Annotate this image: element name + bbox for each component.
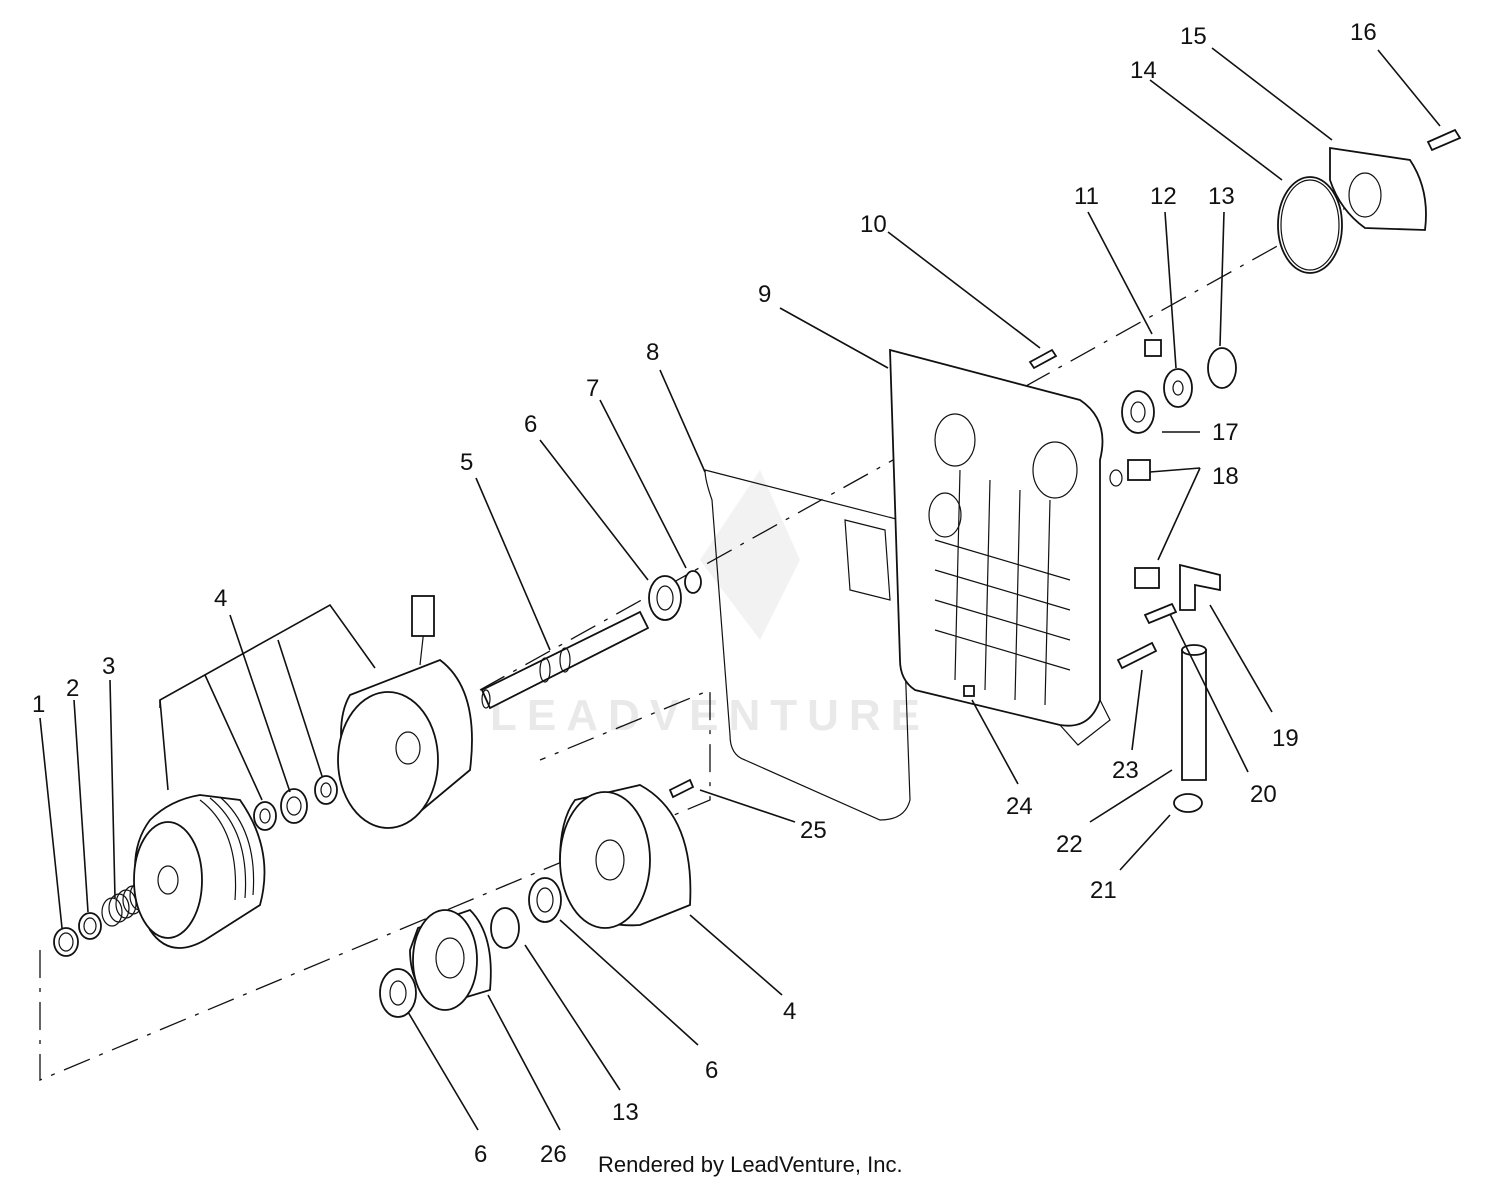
callout-labels: 1 2 3 4 4 5 6 6 6 7 8 9 10 11 12 13 13 1… [32,19,1377,1168]
part-snap-ring-7 [684,570,702,594]
callout-15: 15 [1180,23,1207,50]
part-bearing-6-middle [528,877,562,923]
part-retaining-ring-2 [78,912,102,940]
leader-lines [39,47,1441,1131]
callout-1: 1 [32,691,45,718]
part-bolt-16 [1426,128,1462,152]
callout-26: 26 [540,1141,567,1168]
part-snap-ring-13 [1207,347,1237,389]
part-bolt-25 [668,778,695,799]
part-clamp-21 [1173,793,1203,813]
part-rotor-4 [559,784,692,929]
axis-lines [39,199,1361,1081]
callout-23: 23 [1112,757,1139,784]
callout-21: 21 [1090,877,1117,904]
part-snap-ring-13-lower [490,907,520,949]
callout-18: 18 [1212,463,1239,490]
part-clutch-housing [337,595,473,829]
part-hub-26 [409,908,492,1011]
callout-22: 22 [1056,831,1083,858]
part-elbow-19 [1179,563,1221,611]
callout-3: 3 [102,653,115,680]
part-washers [253,775,338,831]
callout-25: 25 [800,817,827,844]
callout-4-upper: 4 [214,585,227,612]
part-plug-11 [1144,339,1162,357]
callout-6-middle: 6 [705,1057,718,1084]
callout-19: 19 [1272,725,1299,752]
watermark-text: LEADVENTURE [490,691,930,740]
callout-6-lower: 6 [474,1141,487,1168]
callout-13-upper: 13 [1208,183,1235,210]
part-bolt-10 [1028,348,1058,370]
callout-17: 17 [1212,419,1239,446]
part-dowel-24 [963,685,975,697]
part-bearing-6-lower [379,968,417,1018]
watermark: LEADVENTURE [490,470,930,740]
part-bolt-20 [1143,602,1178,625]
part-clutch-drum [133,794,266,949]
part-bolt-23 [1116,641,1158,670]
part-cover-plate-9 [889,348,1111,746]
callout-8: 8 [646,339,659,366]
part-end-cover-15 [1329,146,1427,231]
callout-10: 10 [860,211,887,238]
callout-14: 14 [1130,57,1157,84]
part-seal-12 [1163,368,1193,408]
part-fittings-18 [1109,459,1160,589]
callout-5: 5 [460,449,473,476]
callout-2: 2 [66,675,79,702]
callout-9: 9 [758,281,771,308]
part-o-ring-14 [1277,176,1343,274]
callout-7: 7 [586,375,599,402]
callout-11: 11 [1074,183,1099,210]
part-tube-22 [1181,644,1207,781]
callout-13-lower: 13 [612,1099,639,1126]
callout-4-lower: 4 [783,998,796,1025]
callout-16: 16 [1350,19,1377,46]
part-shaft-5 [480,610,650,710]
callout-20: 20 [1250,781,1277,808]
callout-12: 12 [1150,183,1177,210]
callout-24: 24 [1006,793,1033,820]
part-gasket-8 [704,469,911,821]
part-bearing-6 [648,575,682,621]
part-bearing-17 [1121,390,1155,434]
callout-6-upper: 6 [524,411,537,438]
part-snap-ring-1 [53,927,79,957]
footer-credit: Rendered by LeadVenture, Inc. [598,1152,903,1177]
